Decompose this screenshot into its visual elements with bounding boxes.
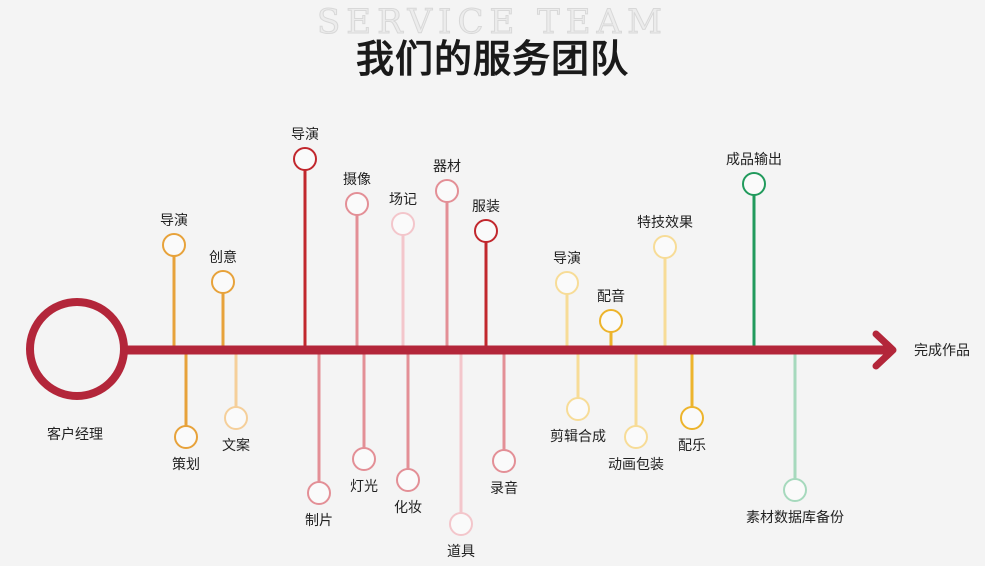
branch-label-4: 导演 [291, 127, 319, 143]
branch-node-13 [492, 449, 516, 473]
branch-label-18: 特技效果 [637, 215, 693, 231]
branch-node-15 [566, 397, 590, 421]
branch-node-2 [211, 270, 235, 294]
branch-node-8 [391, 212, 415, 236]
branch-label-7: 灯光 [350, 479, 378, 495]
branch-label-8: 场记 [389, 192, 417, 208]
branch-node-9 [396, 468, 420, 492]
branch-label-20: 成品输出 [726, 152, 782, 168]
branch-node-14 [555, 271, 579, 295]
branch-node-5 [307, 481, 331, 505]
branch-node-7 [352, 447, 376, 471]
branch-node-4 [293, 147, 317, 171]
branch-node-10 [435, 179, 459, 203]
branch-node-18 [653, 235, 677, 259]
end-label: 完成作品 [914, 343, 970, 359]
branch-label-3: 文案 [222, 437, 250, 454]
branch-node-1 [174, 425, 198, 449]
branch-label-5: 制片 [305, 513, 333, 529]
arrow-head-icon [872, 330, 897, 370]
branch-label-14: 导演 [553, 251, 581, 267]
start-label: 客户经理 [47, 426, 103, 443]
branch-label-9: 化妆 [394, 500, 422, 516]
branch-layer [172, 170, 797, 513]
branch-label-1: 策划 [172, 456, 200, 473]
branch-label-12: 服装 [472, 199, 500, 215]
branch-node-0 [162, 233, 186, 257]
branch-label-13: 录音 [490, 480, 518, 497]
branch-label-10: 器材 [433, 159, 461, 175]
branch-label-6: 摄像 [343, 172, 371, 188]
branch-node-19 [680, 406, 704, 430]
branch-node-12 [474, 219, 498, 243]
branch-label-19: 配乐 [678, 438, 706, 454]
branch-label-15: 剪辑合成 [550, 429, 606, 445]
branch-label-16: 配音 [597, 288, 625, 305]
branch-node-21 [783, 478, 807, 502]
branch-node-20 [742, 172, 766, 196]
branch-node-6 [345, 192, 369, 216]
branch-node-3 [224, 406, 248, 430]
branch-label-2: 创意 [209, 249, 237, 266]
branch-label-17: 动画包装 [608, 457, 664, 473]
watermark-text: SERVICE TEAM [317, 2, 668, 43]
branch-label-11: 道具 [447, 544, 475, 560]
branch-node-17 [624, 425, 648, 449]
branch-node-11 [449, 512, 473, 536]
branch-label-21: 素材数据库备份 [746, 509, 844, 526]
branch-label-0: 导演 [160, 213, 188, 229]
branch-node-16 [599, 309, 623, 333]
page-title: 我们的服务团队 [355, 36, 629, 81]
start-node [26, 298, 128, 400]
